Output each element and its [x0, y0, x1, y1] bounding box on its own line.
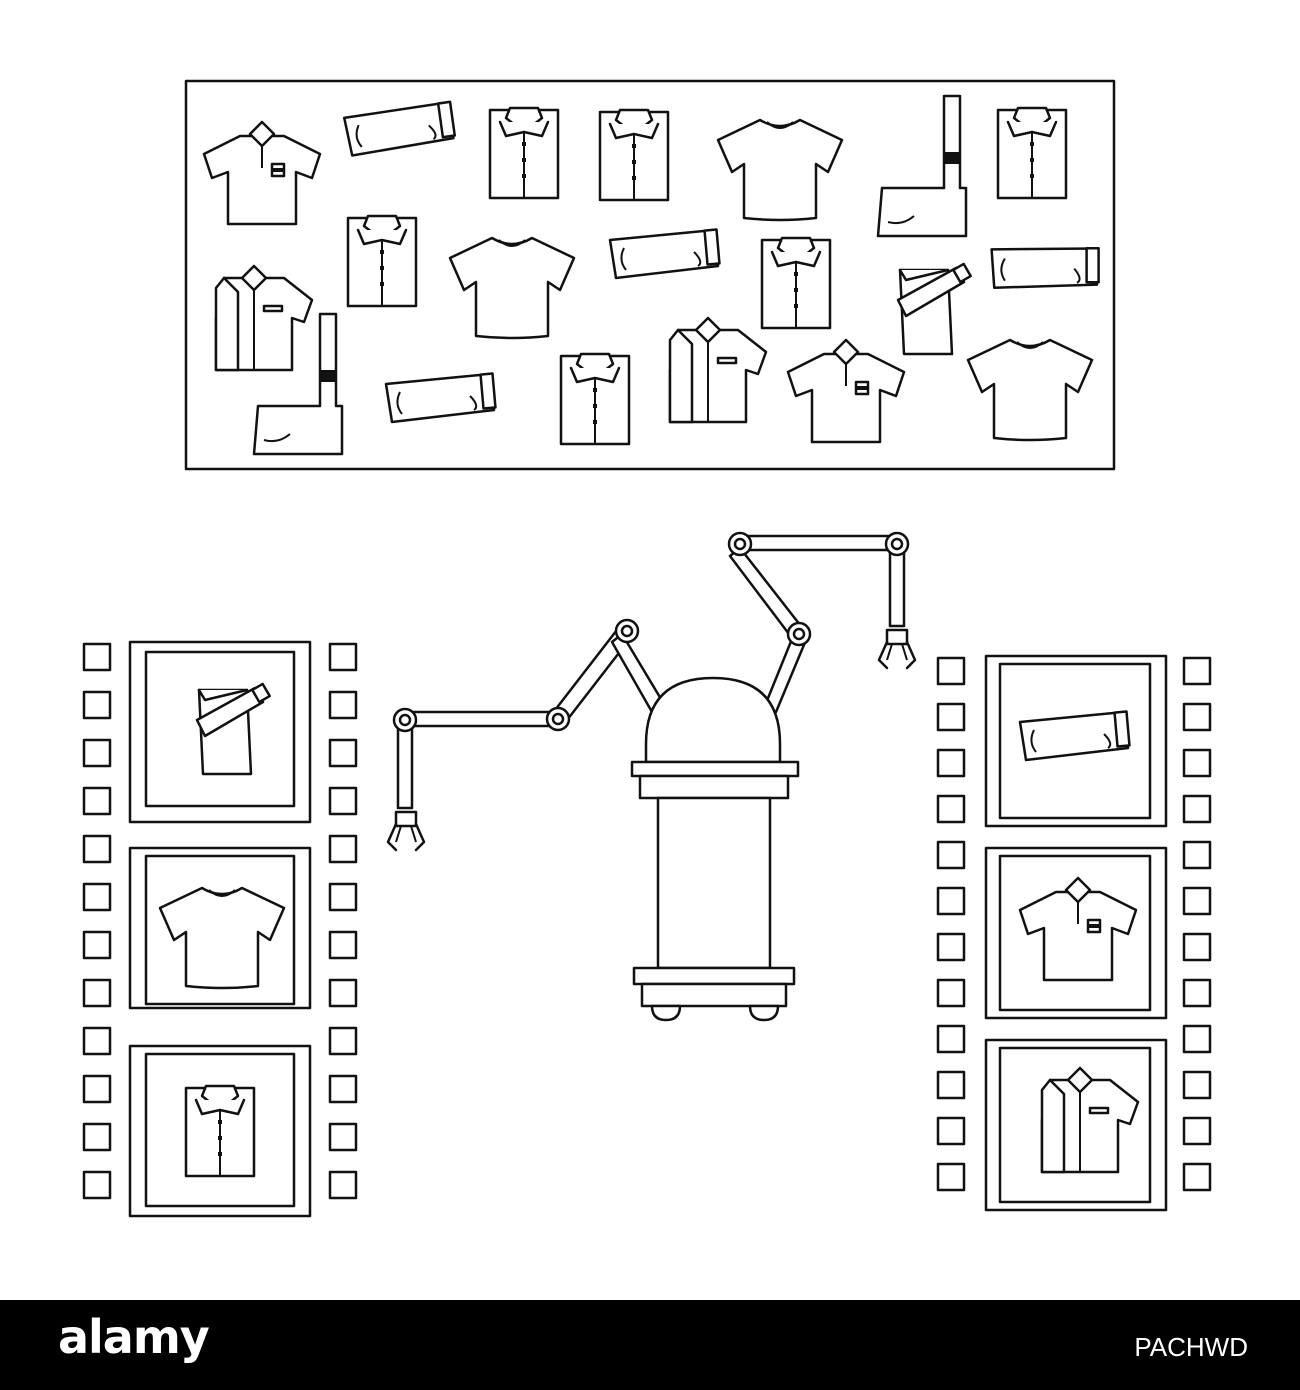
conveyor-square [936, 1162, 966, 1192]
conveyor-square [1182, 932, 1212, 962]
left-conveyor-squares [82, 642, 358, 1200]
bin-trousers [984, 654, 1168, 828]
conveyor-square [82, 882, 112, 912]
bin-tshirt [128, 846, 312, 1010]
conveyor-square [328, 738, 358, 768]
conveyor-square [936, 794, 966, 824]
conveyor-square [82, 930, 112, 960]
conveyor-square [328, 882, 358, 912]
conveyor-square [328, 642, 358, 672]
conveyor-square [328, 930, 358, 960]
conveyor-square [936, 1070, 966, 1100]
conveyor-square [1182, 656, 1212, 686]
conveyor-square [936, 840, 966, 870]
conveyor-square [1182, 1070, 1212, 1100]
conveyor-square [82, 786, 112, 816]
conveyor-square [328, 786, 358, 816]
folded-shirt-icon [996, 106, 1068, 200]
conveyor-square [328, 1170, 358, 1200]
bin-polo [984, 846, 1168, 1020]
bin-folded-shirt [128, 1044, 312, 1218]
conveyor-square [1182, 886, 1212, 916]
conveyor-square [82, 834, 112, 864]
folded-shirt-icon [346, 214, 418, 308]
conveyor-square [936, 748, 966, 778]
conveyor-square [82, 1026, 112, 1056]
conveyor-square [328, 1026, 358, 1056]
right-bins [936, 654, 1212, 1212]
conveyor-square [1182, 794, 1212, 824]
conveyor-square [82, 1122, 112, 1152]
conveyor-square [328, 1122, 358, 1152]
conveyor-square [1182, 1162, 1212, 1192]
image-id: PACHWD [1134, 1332, 1248, 1362]
bin-shirt [984, 1038, 1168, 1212]
bin-sweater [128, 640, 312, 824]
conveyor-square [1182, 1024, 1212, 1054]
folded-shirt-icon [598, 108, 670, 202]
footer-bar: alamy PACHWD [0, 1300, 1300, 1390]
conveyor-square [936, 656, 966, 686]
brand-logo: alamy [58, 1310, 210, 1364]
folded-shirt-icon [184, 1084, 256, 1178]
conveyor-square [328, 978, 358, 1008]
left-bins [82, 640, 358, 1218]
conveyor-square [1182, 702, 1212, 732]
folded-shirt-icon [488, 106, 560, 200]
conveyor-square [936, 702, 966, 732]
conveyor-square [936, 886, 966, 916]
right-conveyor-squares [936, 656, 1212, 1192]
conveyor-square [82, 738, 112, 768]
conveyor-square [82, 978, 112, 1008]
conveyor-square [328, 1074, 358, 1104]
conveyor-square [1182, 978, 1212, 1008]
conveyor-square [82, 1074, 112, 1104]
conveyor-square [328, 834, 358, 864]
folded-shirt-icon [559, 352, 631, 446]
conveyor-square [82, 642, 112, 672]
conveyor-square [936, 978, 966, 1008]
conveyor-square [936, 1024, 966, 1054]
conveyor-square [1182, 748, 1212, 778]
conveyor-square [82, 1170, 112, 1200]
conveyor-square [936, 1116, 966, 1146]
conveyor-square [1182, 1116, 1212, 1146]
conveyor-square [936, 932, 966, 962]
folded-shirt-icon [760, 236, 832, 330]
conveyor-square [82, 690, 112, 720]
conveyor-square [328, 690, 358, 720]
robot-sorting-clothes-illustration [82, 79, 1212, 1218]
robot-arm-icon [386, 531, 917, 1022]
conveyor-square [1182, 840, 1212, 870]
